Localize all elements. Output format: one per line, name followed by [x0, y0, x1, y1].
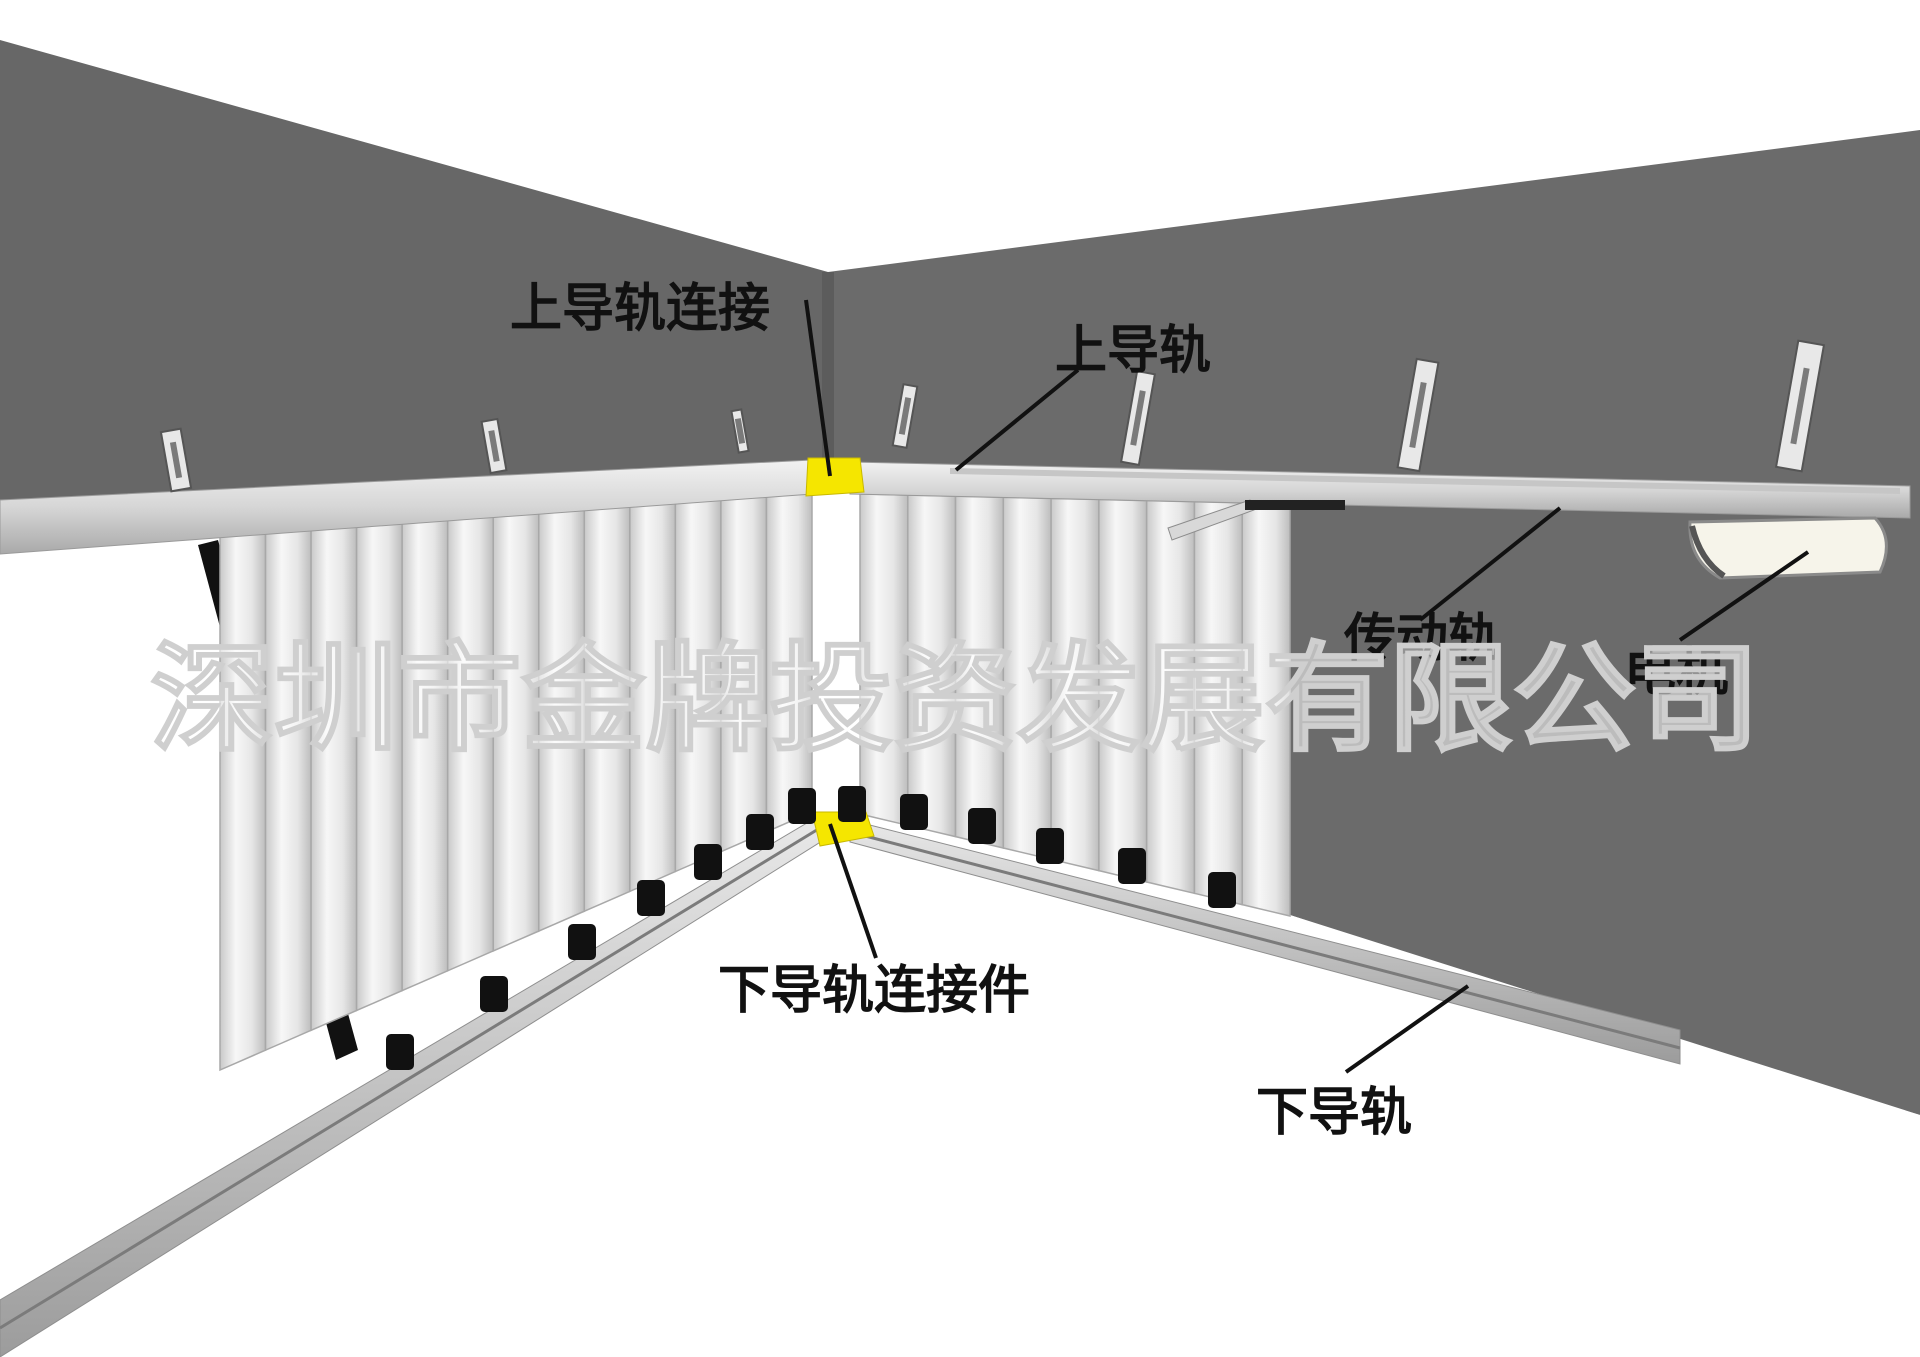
motor-unit [1688, 516, 1888, 580]
label-upper-rail-connector: 上导轨连接 [510, 279, 770, 339]
roller [694, 844, 722, 880]
left-wall [0, 40, 828, 500]
roller [1208, 872, 1236, 908]
upper-rail-connector [805, 457, 865, 497]
right-wall [828, 130, 1920, 1115]
wall-corner-shade [822, 272, 834, 470]
bracket-slot [1409, 381, 1427, 449]
watermark-text: 深圳市金牌投资发展有限公司 [150, 630, 1760, 768]
roller [900, 794, 928, 830]
lower-rail-right-groove [849, 830, 1681, 1050]
roller [746, 814, 774, 850]
panel-left [219, 531, 267, 1072]
panel-left [264, 528, 312, 1052]
mounting-brackets [159, 339, 1826, 493]
roller [788, 788, 816, 824]
bracket-slot [1790, 367, 1810, 445]
leader-lower-rail [1344, 984, 1470, 1074]
leader-lower-rail-connector [828, 823, 878, 959]
leader-motor [1678, 550, 1810, 642]
roller [838, 786, 866, 822]
roller [480, 976, 508, 1012]
drive-rail [950, 468, 1900, 494]
leader-upper-rail [954, 368, 1080, 472]
bracket-slot [1130, 390, 1146, 446]
label-lower-rail-connector: 下导轨连接件 [718, 961, 1030, 1021]
roller [637, 880, 665, 916]
bracket-slot [169, 441, 183, 479]
label-upper-rail: 上导轨 [1055, 321, 1211, 381]
roller [568, 924, 596, 960]
leader-upper-rail-connector [804, 299, 832, 477]
bracket-slot [898, 397, 912, 435]
label-lower-rail: 下导轨 [1256, 1083, 1412, 1143]
panel-left [310, 525, 358, 1032]
lower-rail-left-groove [0, 826, 821, 1330]
roller [968, 808, 996, 844]
roller [1036, 828, 1064, 864]
bracket-slot [734, 418, 746, 444]
label-drive-rail: 传动轨 [1343, 609, 1500, 669]
floor [0, 812, 1920, 1357]
drive-carriage [1245, 500, 1345, 510]
roller [386, 1034, 414, 1070]
roller [1118, 848, 1146, 884]
bracket-slot [488, 430, 500, 462]
leader-drive-rail [1418, 506, 1562, 622]
bottom-rollers [386, 786, 1236, 1070]
label-motor: 电机 [1624, 643, 1728, 703]
